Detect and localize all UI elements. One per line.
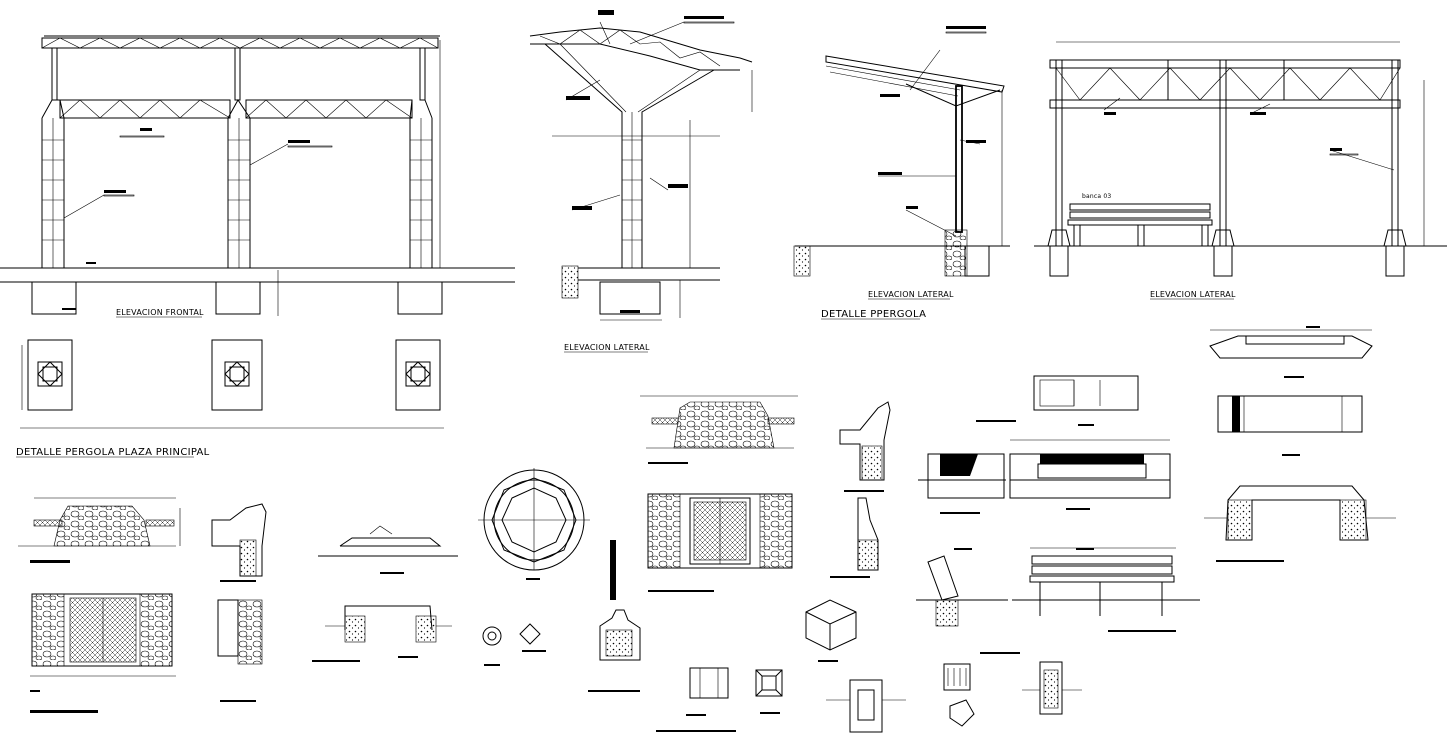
- elevacion-lateral-3-drawing: [1034, 41, 1447, 277]
- elevacion-lateral-3-title: ELEVACION LATERAL: [1150, 290, 1236, 299]
- detalle-seccion-poste-drawing: [805, 401, 906, 733]
- banca-label: banca 03: [1082, 193, 1111, 200]
- detalle-banca-elevacion-drawing: [916, 547, 1200, 727]
- elevacion-frontal-drawing: [0, 35, 515, 316]
- detalle-ppergola-title: DETALLE PPERGOLA: [821, 309, 926, 320]
- detalle-pedestales-drawing: [656, 667, 783, 732]
- elevacion-lateral-2-drawing: [793, 26, 1010, 277]
- elevacion-lateral-1-drawing: [529, 10, 753, 321]
- elevacion-lateral-2-title: ELEVACION LATERAL: [868, 290, 954, 299]
- elevacion-lateral-1-title: ELEVACION LATERAL: [564, 343, 650, 352]
- detalle-muro-piedra-drawing: [18, 497, 267, 713]
- detalle-pergola-plaza-title: DETALLE PERGOLA PLAZA PRINCIPAL: [16, 447, 210, 458]
- elevacion-frontal-title: ELEVACION FRONTAL: [116, 308, 204, 317]
- detalle-pileta-drawing: [478, 468, 641, 692]
- detalle-banca-derecha-drawing: [1204, 326, 1396, 562]
- detalle-banca-drawing: [918, 375, 1171, 514]
- detalle-jardinera-drawing: [312, 525, 458, 662]
- detalle-muro-centro-drawing: [640, 395, 798, 592]
- footing-plan-drawing: [20, 339, 444, 429]
